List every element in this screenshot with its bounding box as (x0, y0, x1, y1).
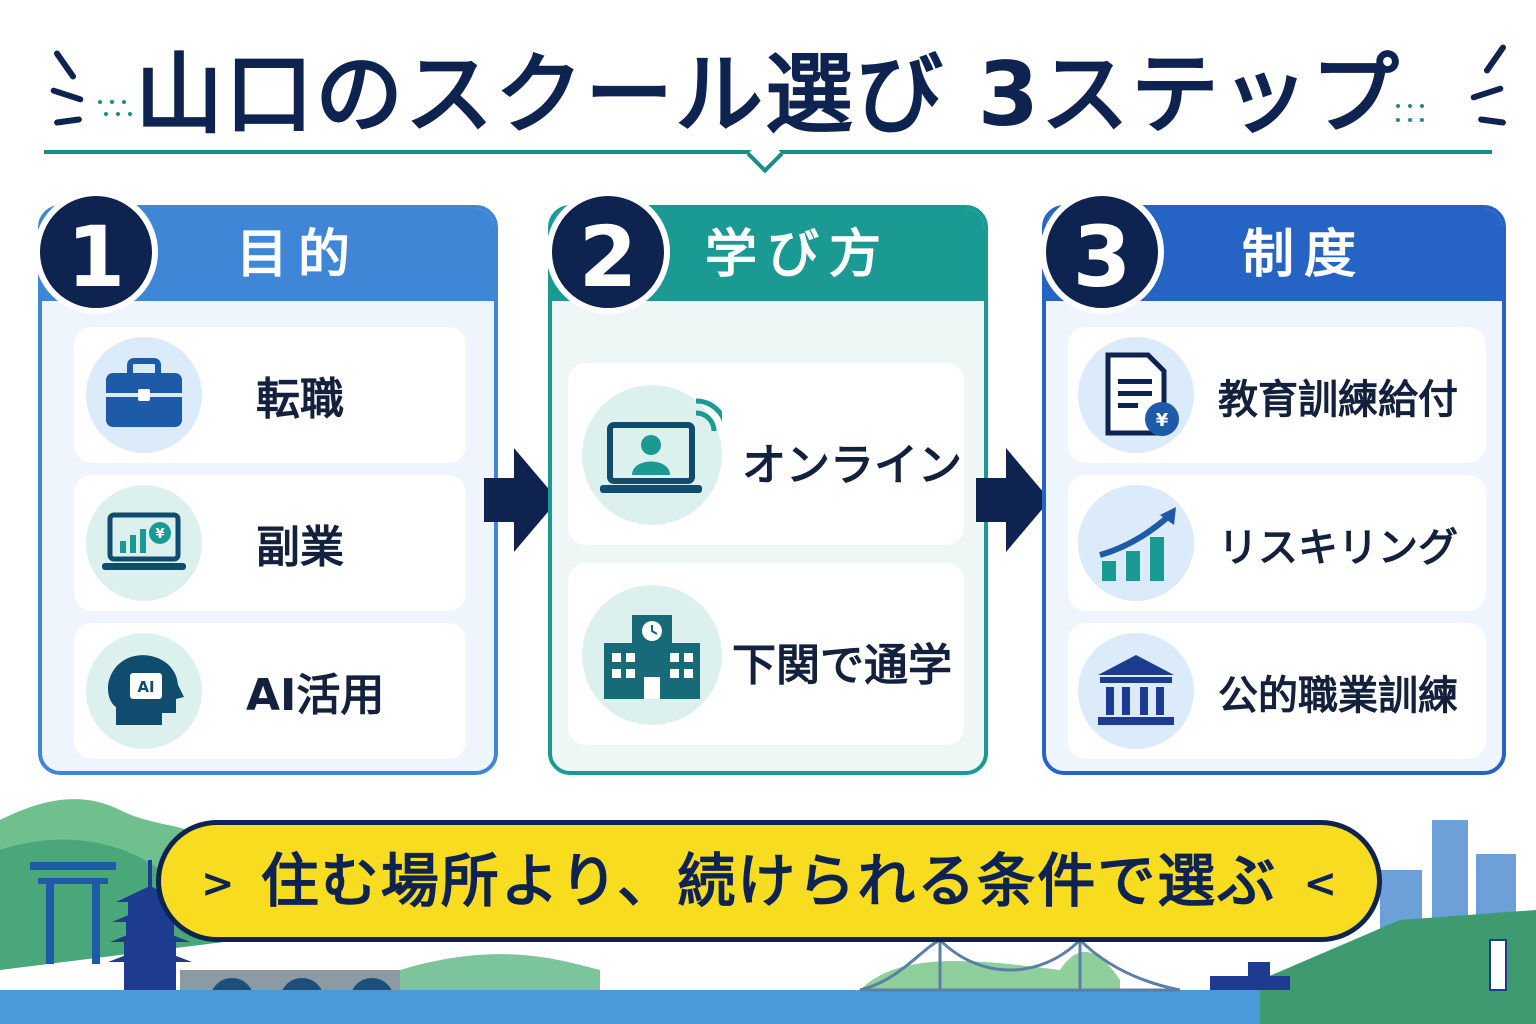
banner-left-mark: > (201, 861, 235, 907)
ai-head-icon: AI (86, 633, 202, 749)
step-1-item-3: AI AI活用 (74, 623, 466, 759)
arrow-right-icon (976, 448, 1050, 552)
step-2-item-1-label: オンライン (742, 440, 962, 491)
step-3-item-2: リスキリング (1068, 475, 1486, 611)
svg-text:¥: ¥ (1156, 410, 1169, 431)
document-yen-icon: ¥ (1078, 337, 1194, 453)
step-2-item-2: 下関で通学 (568, 563, 964, 745)
public-institution-icon (1078, 633, 1194, 749)
svg-text:AI: AI (137, 678, 154, 696)
laptop-yen-chart-icon: ¥ (86, 485, 202, 601)
step-1-item-1-label: 転職 (256, 374, 344, 425)
step-3-card: 制度 ¥ 教育訓練給付 リスキリング (1042, 205, 1506, 775)
banner-text: 住む場所より、続けられる条件で選ぶ (260, 847, 1278, 915)
step-1-number-badge: 1 (34, 190, 158, 314)
growth-chart-icon (1078, 485, 1194, 601)
briefcase-icon (86, 337, 202, 453)
page-title: 山口のスクール選び 3ステップ (135, 43, 1401, 146)
step-3-item-2-label: リスキリング (1218, 525, 1458, 571)
arrow-right-icon (484, 448, 558, 552)
step-2-heading: 学び方 (704, 225, 891, 285)
step-1-item-3-label: AI活用 (246, 670, 385, 721)
yamaguchi-landscape-illustration (0, 799, 1536, 1024)
step-1-item-2-label: 副業 (256, 522, 344, 573)
banner-right-mark: < (1303, 861, 1337, 907)
step-3-item-1: ¥ 教育訓練給付 (1068, 327, 1486, 463)
step-1-heading: 目的 (235, 225, 360, 285)
step-2-number-badge: 2 (546, 190, 670, 314)
online-laptop-icon (582, 385, 729, 525)
step-2-item-2-label: 下関で通学 (732, 640, 952, 691)
step-3-number-badge: 3 (1040, 190, 1164, 314)
conclusion-banner: > 住む場所より、続けられる条件で選ぶ < (156, 820, 1382, 942)
step-3-item-1-label: 教育訓練給付 (1218, 377, 1458, 423)
step-1-item-1: 転職 (74, 327, 466, 463)
school-building-icon (582, 585, 722, 725)
step-1-item-2: ¥ 副業 (74, 475, 466, 611)
step-2-item-1: オンライン (568, 363, 964, 545)
step-3-item-3: 公的職業訓練 (1068, 623, 1486, 759)
svg-text:¥: ¥ (155, 527, 164, 542)
step-3-heading: 制度 (1241, 225, 1366, 285)
step-3-item-3-label: 公的職業訓練 (1218, 673, 1458, 719)
